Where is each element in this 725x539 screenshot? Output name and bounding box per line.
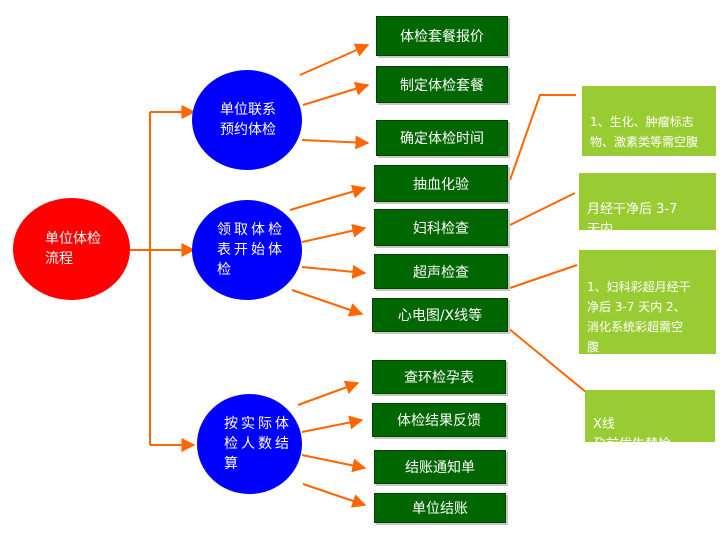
arrow-to-step-2	[302, 82, 370, 106]
step-package-quote: 体检套餐报价	[376, 16, 508, 56]
step-label: 妇科检查	[413, 220, 469, 237]
connector-note-1	[509, 94, 576, 181]
step-label: 结账通知单	[405, 460, 475, 476]
step-blood-test: 抽血化验	[374, 165, 508, 202]
arrow-to-step-3	[301, 135, 370, 150]
arrow-to-step-7	[291, 289, 364, 317]
arrow-to-step-4	[289, 184, 367, 211]
connector-note-4	[507, 327, 599, 403]
arrow-to-step-8	[297, 380, 360, 406]
connector-note-2	[509, 192, 576, 226]
step-label: 确定体检时间	[400, 131, 484, 147]
stage-node-contact: 单位联系 预约体检	[192, 70, 302, 170]
step-gyn-exam: 妇科检查	[374, 209, 508, 246]
stage-label: 领取体检 表开始体 检	[217, 222, 285, 278]
stage-label: 单位联系 预约体检	[220, 102, 276, 138]
step-unit-settlement: 单位结账	[374, 493, 506, 523]
step-label: 制定体检套餐	[400, 77, 484, 94]
step-label: 超声检查	[413, 264, 469, 281]
note-text: X线 孕前优生禁检	[593, 417, 672, 452]
arrow-to-step-11	[302, 483, 367, 508]
step-billing-notice: 结账通知单	[374, 450, 506, 484]
step-confirm-time: 确定体检时间	[376, 120, 508, 156]
step-label: 单位结账	[412, 501, 468, 517]
step-define-package: 制定体检套餐	[376, 66, 508, 103]
root-label: 单位体检 流程	[45, 231, 101, 267]
arrow-to-step-9	[301, 415, 364, 433]
stage-label: 按实际体 检人数结 算	[224, 416, 292, 472]
note-gyn-exam: 月经干净后 3-7 天内	[579, 173, 716, 237]
step-label: 抽血化验	[413, 176, 469, 193]
arrow-to-step-6	[301, 264, 367, 279]
step-ultrasound: 超声检查	[374, 254, 508, 289]
step-ecg-xray: 心电图/X线等	[372, 298, 508, 332]
note-text: 1、妇科彩超月经干 净后 3-7 天内 2、 消化系统彩超需空 腹	[587, 280, 691, 354]
step-results-feedback: 体检结果反馈	[372, 403, 506, 437]
note-text: 1、生化、肿瘤标志 物、激素类等需空腹 2、激素六项（经期）	[590, 115, 706, 169]
note-xray: X线 孕前优生禁检	[585, 390, 715, 452]
step-label: 体检套餐报价	[400, 29, 484, 45]
connector-note-3	[509, 264, 578, 289]
note-blood-test: 1、生化、肿瘤标志 物、激素类等需空腹 2、激素六项（经期）	[582, 86, 716, 169]
arrow-to-step-1	[299, 43, 370, 76]
stage-node-settle: 按实际体 检人数结 算	[197, 394, 302, 494]
note-text: 月经干净后 3-7 天内	[587, 202, 678, 237]
root-node: 单位体检 流程	[13, 198, 130, 300]
step-label: 心电图/X线等	[397, 308, 483, 324]
step-label: 体检结果反馈	[397, 413, 481, 429]
note-ultrasound: 1、妇科彩超月经干 净后 3-7 天内 2、 消化系统彩超需空 腹	[579, 250, 716, 354]
step-iud-pregnancy-form: 查环检孕表	[372, 360, 506, 394]
step-label: 查环检孕表	[404, 370, 474, 386]
arrow-to-step-10	[301, 454, 367, 473]
stage-node-exam: 领取体检 表开始体 检	[192, 200, 302, 300]
arrow-to-step-5	[301, 223, 367, 243]
